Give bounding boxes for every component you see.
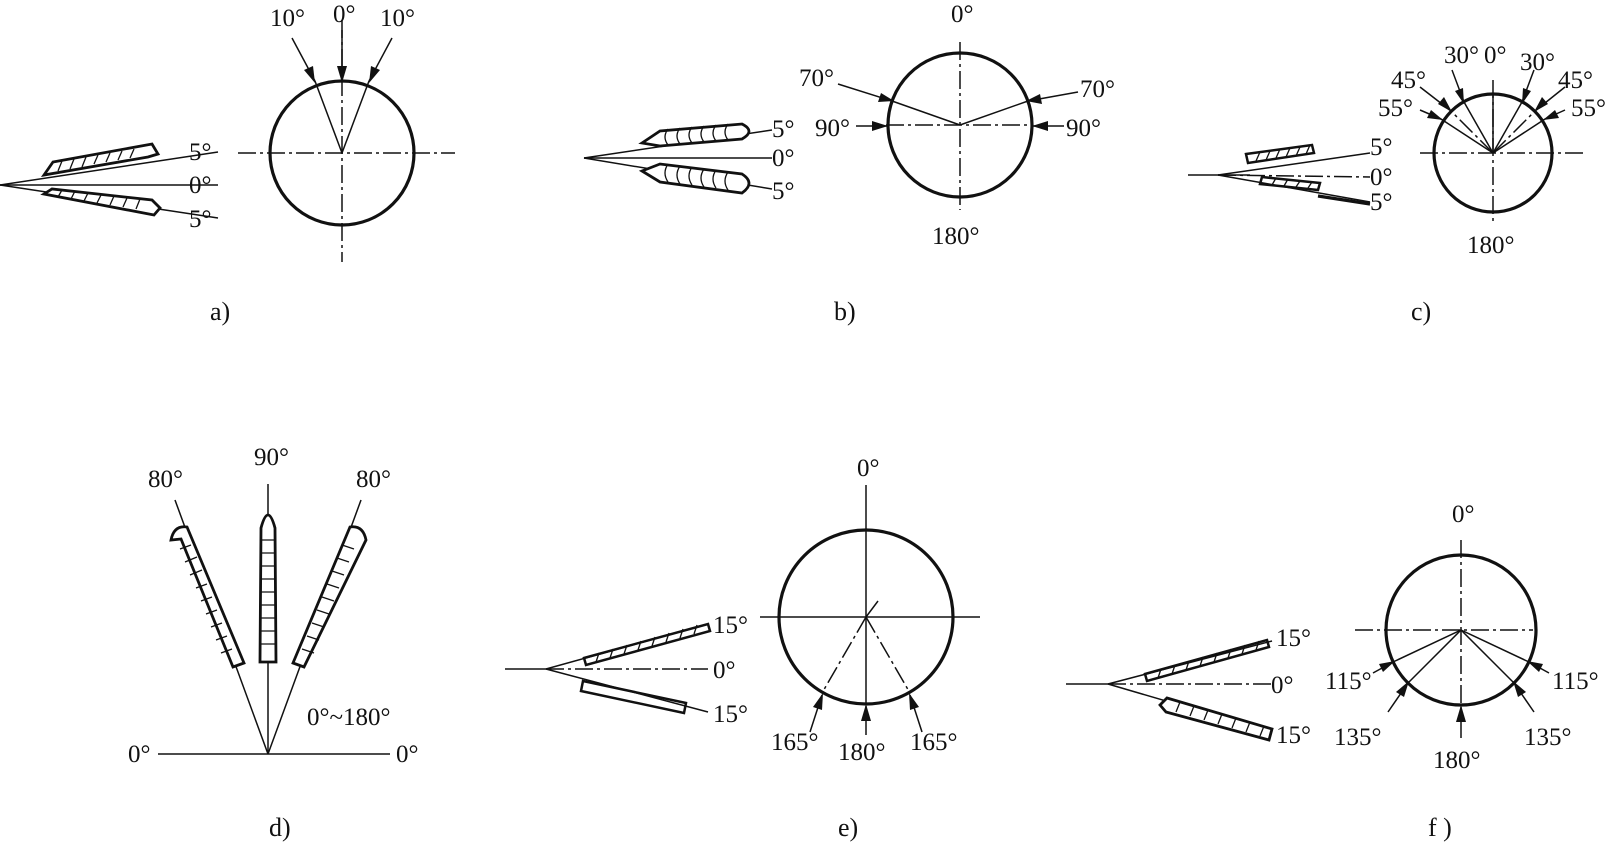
panel-b: 5° 0° 5° 0° 70° 90° 70° 90° 180° b) (583, 1, 1115, 326)
panel-c-caption: c) (1411, 297, 1431, 326)
panel-e-bead-label-bottom: 15° (713, 701, 748, 728)
panel-f-circle-label-180: 180° (1433, 747, 1481, 774)
panel-d-caption: d) (269, 813, 291, 842)
panel-a-bead-label-top: 5° (189, 139, 212, 166)
panel-c-pipe (1419, 69, 1586, 225)
panel-c-circle-label-45-right: 45° (1558, 67, 1593, 94)
panel-c-circle-label-0: 0° (1484, 42, 1507, 69)
panel-a-circle-label-left: 10° (270, 5, 305, 32)
panel-d-label-80-right: 80° (356, 466, 391, 493)
panel-b-circle-label-bottom: 180° (932, 223, 980, 250)
panel-c-bead-label-top: 5° (1370, 134, 1393, 161)
panel-c-circle-label-180: 180° (1467, 232, 1515, 259)
panel-a-pipe (238, 20, 455, 262)
panel-f-circle-label-0: 0° (1452, 501, 1475, 528)
panel-d-label-90: 90° (254, 444, 289, 471)
panel-b-bead-label-mid: 0° (772, 145, 795, 172)
panel-c-circle-label-30-left: 30° (1444, 42, 1479, 69)
panel-f-circle-label-115-right: 115° (1552, 668, 1599, 695)
panel-f-caption: f ) (1428, 813, 1452, 842)
panel-b-circle-label-90-right: 90° (1066, 115, 1101, 142)
panel-f: 15° 0° 15° 0° 115° 115° 135° 135° 180° (1066, 501, 1599, 842)
panel-d: 80° 90° 80° 0°~180° 0° 0° d) (128, 444, 419, 842)
panel-a-circle-label-center: 0° (333, 1, 356, 28)
panel-f-circle-label-115-left: 115° (1325, 668, 1372, 695)
panel-c-bead-label-mid: 0° (1370, 164, 1393, 191)
panel-d-label-80-left: 80° (148, 466, 183, 493)
panel-d-label-0-right: 0° (396, 741, 419, 768)
panel-b-bead-label-top: 5° (772, 116, 795, 143)
panel-a-bead-label-mid: 0° (189, 172, 212, 199)
panel-f-bead-label-bottom: 15° (1276, 722, 1311, 749)
panel-c-circle-label-30-right: 30° (1520, 49, 1555, 76)
panel-e-beads (505, 622, 712, 715)
panel-b-pipe (837, 42, 1079, 210)
panel-a: 5° 0° 5° 10° 0° 10° a) (0, 1, 455, 326)
panel-b-circle-label-top: 0° (951, 1, 974, 28)
panel-a-beads (0, 142, 219, 219)
panel-f-pipe (1355, 540, 1550, 738)
panel-e-bead-label-mid: 0° (713, 657, 736, 684)
panel-d-diagram (158, 484, 390, 755)
panel-a-caption: a) (210, 297, 230, 326)
panel-d-label-range: 0°~180° (307, 704, 391, 731)
panel-c-bead-label-bottom: 5° (1370, 189, 1393, 216)
panel-b-beads (583, 122, 773, 195)
panel-c-circle-label-55-left: 55° (1378, 95, 1413, 122)
panel-e: 15° 0° 15° 0° 165° 180° 165° e) (505, 455, 980, 842)
panel-f-beads (1066, 638, 1274, 742)
panel-e-bead-label-top: 15° (713, 612, 748, 639)
panel-e-circle-label-0: 0° (857, 455, 880, 482)
panel-c-circle-label-45-left: 45° (1391, 67, 1426, 94)
panel-a-bead-label-bottom: 5° (189, 206, 212, 233)
panel-b-circle-label-70-right: 70° (1080, 76, 1115, 103)
panel-b-bead-label-bottom: 5° (772, 178, 795, 205)
panel-e-circle-label-165-left: 165° (771, 729, 819, 756)
panel-b-circle-label-90-left: 90° (815, 115, 850, 142)
panel-a-circle-label-right: 10° (380, 5, 415, 32)
panel-b-circle-label-70-left: 70° (799, 65, 834, 92)
panel-c-beads (1188, 143, 1371, 206)
panel-e-circle-label-165-right: 165° (910, 729, 958, 756)
panel-e-circle-label-180: 180° (838, 739, 886, 766)
panel-f-bead-label-mid: 0° (1271, 672, 1294, 699)
panel-c-circle-label-55-right: 55° (1571, 95, 1606, 122)
panel-f-bead-label-top: 15° (1276, 625, 1311, 652)
panel-e-pipe (760, 485, 980, 735)
panel-d-label-0-left: 0° (128, 741, 151, 768)
panel-b-caption: b) (834, 297, 856, 326)
panel-f-circle-label-135-left: 135° (1334, 724, 1382, 751)
panel-c: 5° 0° 5° 30° 0° (1188, 42, 1606, 326)
panel-e-caption: e) (838, 813, 858, 842)
panel-f-circle-label-135-right: 135° (1524, 724, 1572, 751)
